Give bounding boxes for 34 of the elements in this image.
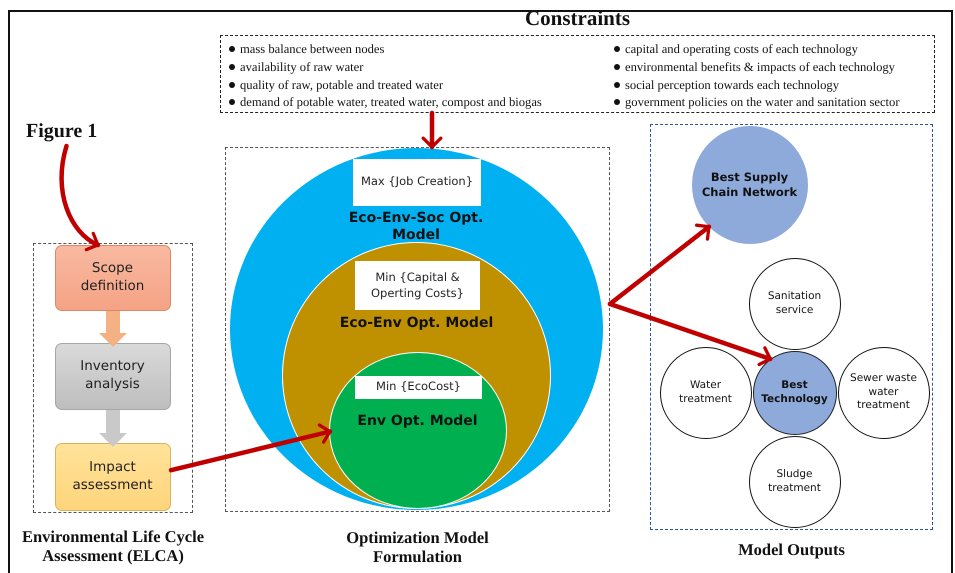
section-heading: Environmental Life Cycle Assessment (ELCA)	[20, 528, 206, 566]
arrow	[608, 302, 773, 366]
output-circle: Water treatment	[660, 346, 752, 438]
bullet-item: social perception towards each technology	[625, 76, 840, 92]
bullet-item: availability of raw water	[240, 58, 364, 75]
bullet-item: government policies on the water and sanitation sector	[625, 94, 900, 110]
process-box: Scope definition	[54, 244, 170, 310]
arrow	[99, 311, 127, 347]
output-circle: Sewer waste water treatment	[838, 346, 930, 438]
objective-label: Min {EcoCost}	[355, 376, 482, 398]
output-circle: Best Supply Chain Network	[692, 126, 808, 244]
bullet-item: quality of raw, potable and treated water	[240, 76, 444, 92]
output-circle: Best Technology	[752, 350, 836, 434]
process-box: Inventory analysis	[54, 342, 170, 410]
bullet-item: mass balance between nodes	[240, 41, 384, 57]
output-circle: Sanitation service	[748, 258, 840, 350]
model-name: Env Opt. Model	[356, 412, 479, 430]
process-box: Impact assessment	[54, 442, 170, 510]
output-circle: Sludge treatment	[748, 436, 840, 528]
model-name: Eco-Env Opt. Model	[338, 315, 494, 332]
arrow	[422, 110, 442, 150]
section-heading: Optimization Model Formulation	[345, 529, 490, 567]
section-heading: Model Outputs	[737, 541, 846, 560]
arrow	[168, 423, 332, 472]
objective-label: Max {Job Creation}	[353, 158, 481, 206]
model-name: Eco-Env-Soc Opt. Model	[348, 210, 484, 244]
bullet-item: environmental benefits & impacts of each technology	[625, 58, 895, 75]
arrow	[59, 144, 100, 250]
figure-label: Figure 1	[26, 120, 116, 146]
objective-label: Min {Capital & Operting Costs}	[355, 261, 480, 310]
arrow	[99, 410, 127, 447]
section-heading: Constraints	[524, 6, 631, 30]
bullet-item: capital and operating costs of each technology	[625, 41, 858, 57]
bullet-item: demand of potable water, treated water, compost and biogas	[240, 94, 542, 110]
